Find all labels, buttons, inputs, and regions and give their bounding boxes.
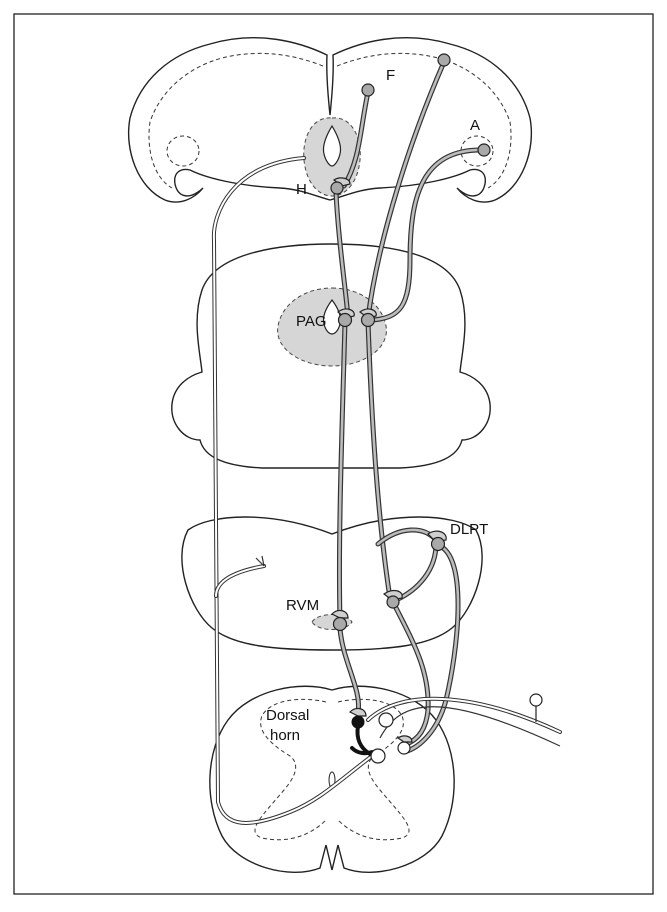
a-neuron-icon bbox=[478, 144, 490, 156]
label-dorsal: Dorsal bbox=[266, 707, 309, 724]
projection-neuron-icon bbox=[371, 749, 385, 763]
dlpt-neuron-icon bbox=[432, 538, 445, 551]
descending-terminal-icon bbox=[398, 742, 410, 754]
pag-neuron-right-icon bbox=[362, 314, 375, 327]
label-pag: PAG bbox=[296, 313, 327, 330]
label-rvm: RVM bbox=[286, 597, 319, 614]
medulla-neuron-icon bbox=[387, 596, 399, 608]
spinal-cord-section bbox=[210, 686, 454, 872]
rvm-neuron-icon bbox=[334, 618, 347, 631]
label-a: A bbox=[470, 117, 480, 134]
h-neuron-icon bbox=[331, 182, 343, 194]
pag-neuron-left-icon bbox=[339, 314, 352, 327]
label-h: H bbox=[296, 181, 307, 198]
label-f: F bbox=[386, 67, 395, 84]
dorsal-root-ganglion-icon bbox=[530, 694, 542, 706]
midbrain-section bbox=[172, 244, 490, 468]
label-horn: horn bbox=[270, 727, 300, 744]
label-dlpt: DLPT bbox=[450, 521, 488, 538]
frontal-top-neuron-icon bbox=[438, 54, 450, 66]
afferent-terminal-icon bbox=[379, 713, 393, 727]
f-neuron-icon bbox=[362, 84, 374, 96]
